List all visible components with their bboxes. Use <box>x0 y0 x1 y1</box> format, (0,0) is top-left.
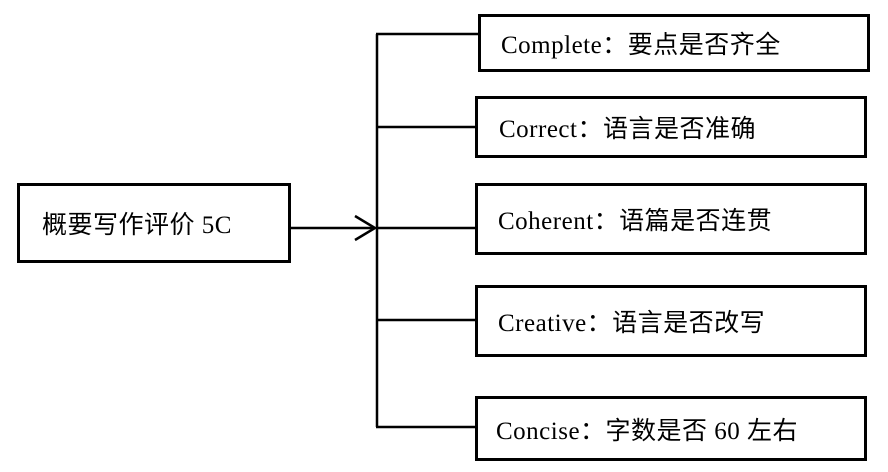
criterion-box-creative: Creative：语言是否改写 <box>475 285 867 357</box>
criterion-box-concise: Concise：字数是否 60 左右 <box>475 396 867 461</box>
criterion-box-correct: Correct：语言是否准确 <box>475 96 867 158</box>
criterion-label: Correct：语言是否准确 <box>499 116 756 143</box>
criterion-label: Coherent：语篇是否连贯 <box>498 208 773 235</box>
main-topic-box: 概要写作评价 5C <box>17 183 291 263</box>
arrow-head-icon <box>354 214 378 242</box>
criterion-label: Concise：字数是否 60 左右 <box>496 417 799 445</box>
criterion-box-coherent: Coherent：语篇是否连贯 <box>475 183 867 255</box>
criterion-label: Complete：要点是否齐全 <box>501 32 781 59</box>
criterion-label: Creative：语言是否改写 <box>498 310 766 337</box>
main-topic-label: 概要写作评价 5C <box>42 212 232 239</box>
criterion-box-complete: Complete：要点是否齐全 <box>478 14 870 72</box>
